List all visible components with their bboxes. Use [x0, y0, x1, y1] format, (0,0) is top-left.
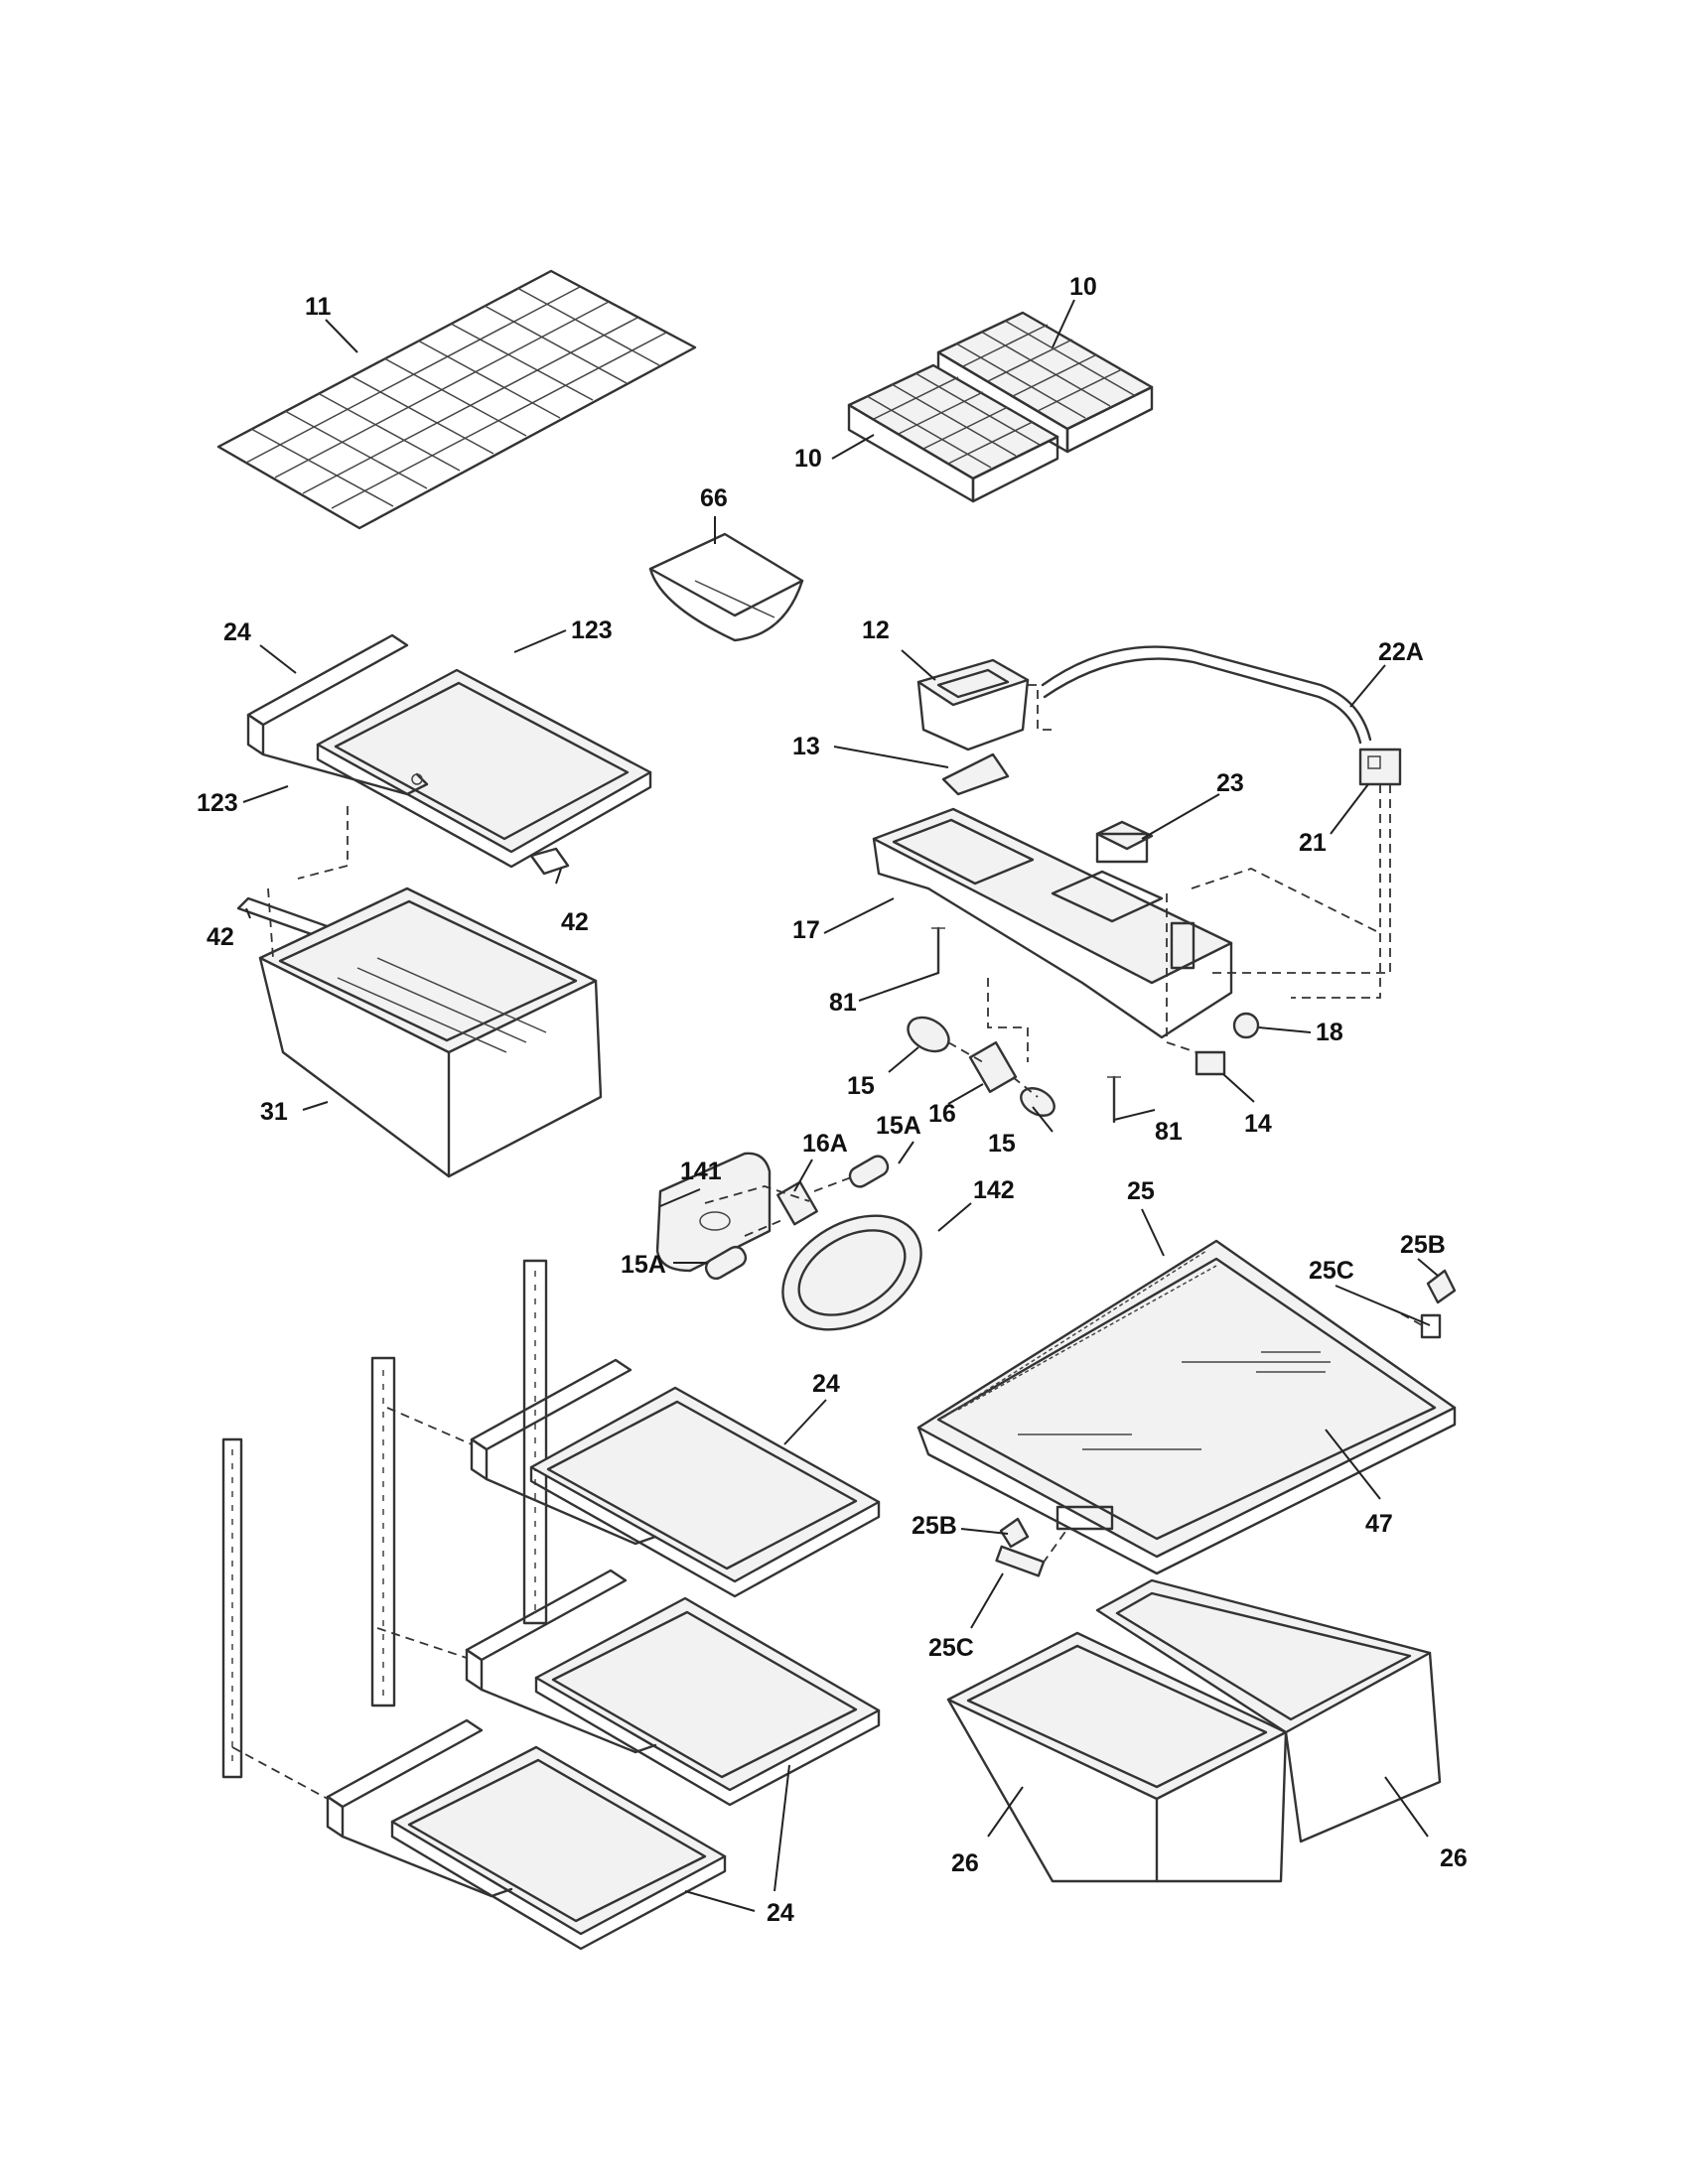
connector-21 [1358, 748, 1402, 786]
switch-23 [1095, 820, 1154, 864]
label-25C-lower: 25C [928, 1634, 974, 1662]
label-123-lower: 123 [197, 789, 238, 817]
label-15-right: 15 [988, 1130, 1016, 1158]
label-22A: 22A [1378, 638, 1424, 666]
label-26-left: 26 [951, 1849, 979, 1877]
wire-shelf-11 [216, 269, 697, 530]
bracket-13 [941, 752, 1010, 796]
knob-18 [1232, 1012, 1260, 1039]
wire-harness-22A [1041, 645, 1372, 745]
label-12: 12 [862, 616, 890, 644]
label-42-right: 42 [561, 908, 589, 936]
upright-rail-middle [370, 1356, 396, 1707]
label-31: 31 [260, 1098, 288, 1126]
label-25C-upper: 25C [1309, 1257, 1354, 1285]
label-11: 11 [305, 293, 332, 321]
label-18: 18 [1316, 1019, 1343, 1046]
label-25: 25 [1127, 1177, 1155, 1205]
bracket-25C-upper [1420, 1313, 1442, 1339]
label-10-upper: 10 [1069, 273, 1097, 301]
label-21: 21 [1299, 829, 1327, 857]
switch-14 [1195, 1050, 1226, 1076]
screw-81-right [1107, 1075, 1121, 1124]
upright-rail-right [522, 1259, 548, 1625]
part-labels: 11 10 10 66 24 123 123 12 22A 13 23 21 4… [197, 273, 1468, 1927]
clip-25B-lower [999, 1517, 1030, 1549]
bulb-15A-lower [704, 1245, 748, 1281]
dispenser-cup-12 [916, 658, 1030, 751]
leader-lines [242, 299, 1439, 1912]
label-23: 23 [1216, 769, 1244, 797]
crisper-drawer-26-left [946, 1631, 1288, 1883]
label-16A: 16A [802, 1130, 848, 1158]
label-123-upper: 123 [571, 616, 613, 644]
label-141: 141 [680, 1158, 722, 1185]
label-15-left: 15 [847, 1072, 875, 1100]
label-25B-upper: 25B [1400, 1231, 1446, 1259]
label-142: 142 [973, 1176, 1015, 1204]
label-26-right: 26 [1440, 1844, 1468, 1872]
label-13: 13 [792, 733, 820, 760]
light-housing-17 [872, 807, 1233, 1039]
light-cover-141 [655, 1152, 772, 1273]
label-17: 17 [792, 916, 820, 944]
screw-81-left [931, 926, 945, 975]
lens-ring-142 [781, 1214, 922, 1331]
crisper-cover-25 [916, 1239, 1457, 1575]
assembly-lines [231, 684, 1423, 1800]
label-47: 47 [1365, 1510, 1393, 1538]
label-25B-lower: 25B [912, 1512, 957, 1540]
label-66: 66 [700, 484, 728, 512]
bulb-15A-upper [848, 1155, 890, 1188]
bulb-15-right [1020, 1087, 1055, 1117]
label-81-left: 81 [829, 989, 857, 1017]
socket-16 [968, 1040, 1018, 1094]
label-24-middle-label: 24 [812, 1370, 840, 1398]
socket-16A [776, 1180, 818, 1226]
sliding-shelf-24-middle [465, 1569, 881, 1807]
crisper-pan-31 [258, 887, 603, 1178]
label-24-upper: 24 [223, 618, 251, 646]
bracket-25C-lower [995, 1545, 1046, 1577]
label-15A-lower: 15A [621, 1251, 666, 1279]
label-14: 14 [1244, 1110, 1272, 1138]
label-24-bottom: 24 [767, 1899, 794, 1927]
ice-tray-10-upper [936, 311, 1154, 454]
sliding-shelf-24-bottom [326, 1718, 727, 1951]
sliding-shelf-24-top [470, 1358, 881, 1598]
label-15A-upper: 15A [876, 1112, 921, 1140]
label-10-lower: 10 [794, 445, 822, 473]
label-81-right: 81 [1155, 1118, 1183, 1146]
label-42-left: 42 [207, 923, 234, 951]
crisper-drawer-26-right [1095, 1578, 1442, 1843]
sliding-shelf-24-upper [246, 633, 652, 869]
bulb-15-left [907, 1016, 950, 1053]
ice-tray-10-lower [847, 363, 1059, 503]
bin-66 [648, 532, 804, 642]
clip-25B-upper [1426, 1269, 1457, 1304]
label-16: 16 [928, 1100, 956, 1128]
upright-rail-left [221, 1437, 243, 1779]
